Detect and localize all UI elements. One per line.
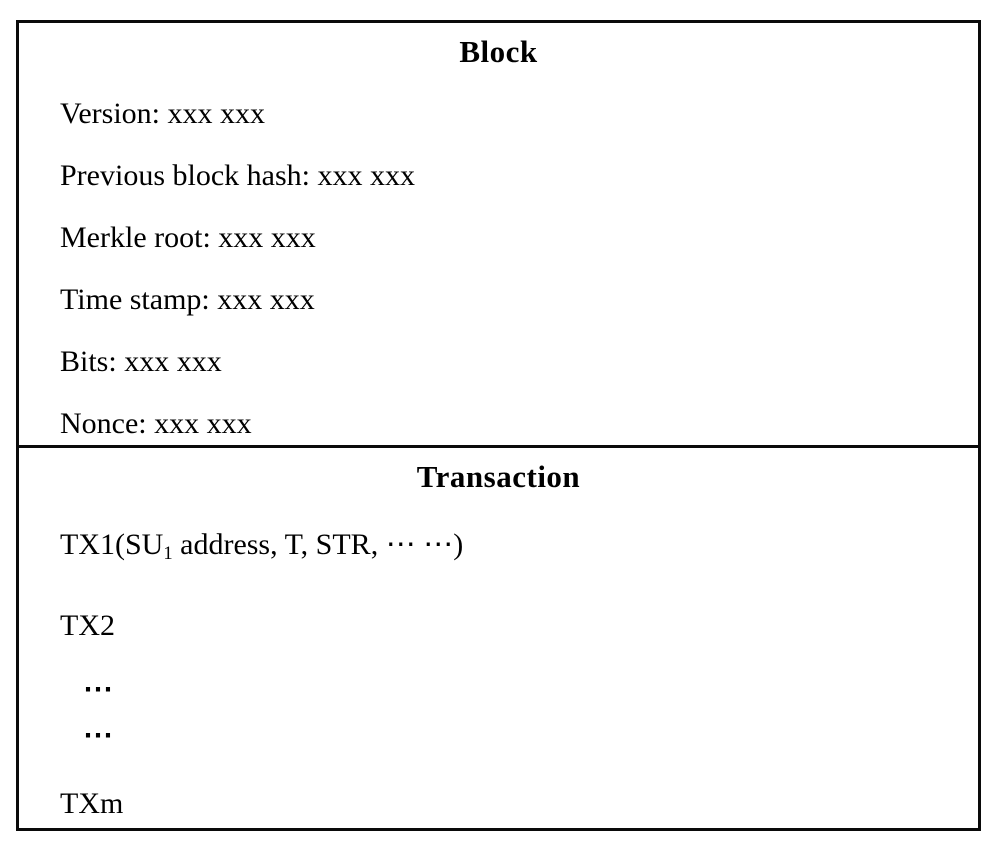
tx1-subscript: 1 [163,543,173,565]
transaction-ellipsis-1: ⋯ [83,673,115,707]
block-structure-box: Block Version: xxx xxx Previous block ha… [16,20,981,831]
block-field-previous-hash: Previous block hash: xxx xxx [60,159,415,192]
transaction-tx2: TX2 [60,609,115,643]
tx1-prefix: TX1(SU [60,528,164,561]
tx1-suffix: address, T, STR, ⋯ ⋯) [172,528,464,561]
transaction-section: Transaction TX1(SU1 address, T, STR, ⋯ ⋯… [19,448,978,831]
block-field-version: Version: xxx xxx [60,97,265,130]
block-header-section: Block Version: xxx xxx Previous block ha… [19,23,978,448]
transaction-ellipsis-2: ⋯ [83,719,115,753]
block-field-bits: Bits: xxx xxx [60,345,222,378]
block-field-nonce: Nonce: xxx xxx [60,407,252,440]
block-section-title: Block [459,34,538,69]
block-field-timestamp: Time stamp: xxx xxx [60,283,315,316]
transaction-txm: TXm [60,787,124,821]
transaction-tx1: TX1(SU1 address, T, STR, ⋯ ⋯) [19,527,978,572]
transaction-section-title: Transaction [416,459,581,494]
block-field-merkle-root: Merkle root: xxx xxx [60,221,316,254]
